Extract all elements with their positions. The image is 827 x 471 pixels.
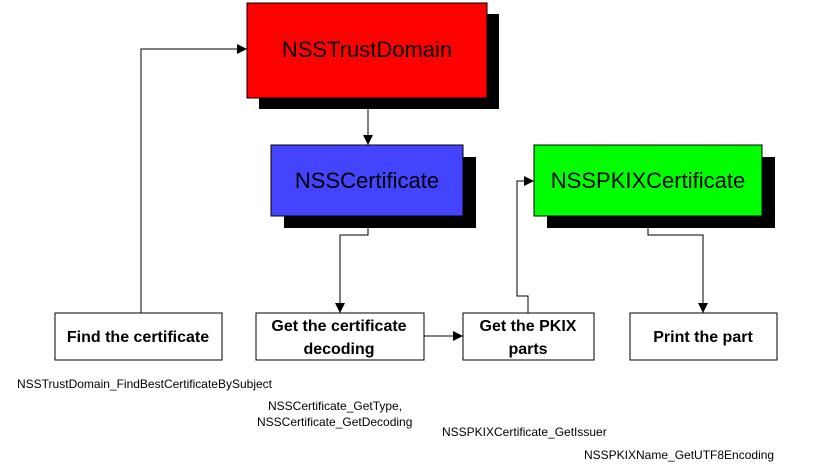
pkix-certificate-node: NSSPKIXCertificate	[533, 144, 775, 228]
step-decoding-label-line2: decoding	[303, 341, 374, 358]
step-print-label: Print the part	[653, 329, 753, 346]
step-decoding-box	[255, 312, 425, 361]
arrow-find-to-trust-domain	[140, 44, 247, 313]
certificate-node: NSSCertificate	[270, 144, 476, 228]
step-print-part: Print the part	[629, 312, 778, 361]
arrow-certificate-to-decoding	[335, 216, 369, 313]
step-get-decoding: Get the certificate decoding	[255, 312, 425, 361]
step-pkix-label-line2: parts	[508, 341, 547, 358]
step-decoding-label-line1: Get the certificate	[271, 318, 406, 335]
step-pkix-label-line1: Get the PKIX	[480, 318, 577, 335]
function-find-best-certificate: NSSTrustDomain_FindBestCertificateBySubj…	[17, 377, 273, 391]
function-pkix-name-get-utf8: NSSPKIXName_GetUTF8Encoding	[584, 448, 774, 462]
step-find-certificate: Find the certificate	[54, 312, 223, 361]
function-pkix-get-issuer: NSSPKIXCertificate_GetIssuer	[442, 425, 607, 439]
pkix-certificate-box	[533, 144, 763, 217]
pkix-certificate-label: NSSPKIXCertificate	[551, 168, 745, 193]
function-certificate-get-decoding: NSSCertificate_GetDecoding	[257, 415, 412, 429]
trust-domain-label: NSSTrustDomain	[282, 37, 452, 62]
step-pkix-box	[462, 312, 595, 361]
trust-domain-box	[246, 2, 488, 99]
trust-domain-node: NSSTrustDomain	[246, 2, 499, 109]
step-find-label: Find the certificate	[67, 329, 209, 346]
certificate-label: NSSCertificate	[295, 168, 439, 193]
function-certificate-get-type: NSSCertificate_GetType,	[268, 399, 402, 413]
certificate-box	[270, 144, 464, 217]
arrow-pkix-parts-to-pkix-certificate	[516, 176, 534, 313]
step-print-box	[629, 312, 778, 361]
arrow-pkix-certificate-to-print	[647, 216, 708, 313]
step-find-box	[54, 312, 223, 361]
step-get-pkix-parts: Get the PKIX parts	[462, 312, 595, 361]
